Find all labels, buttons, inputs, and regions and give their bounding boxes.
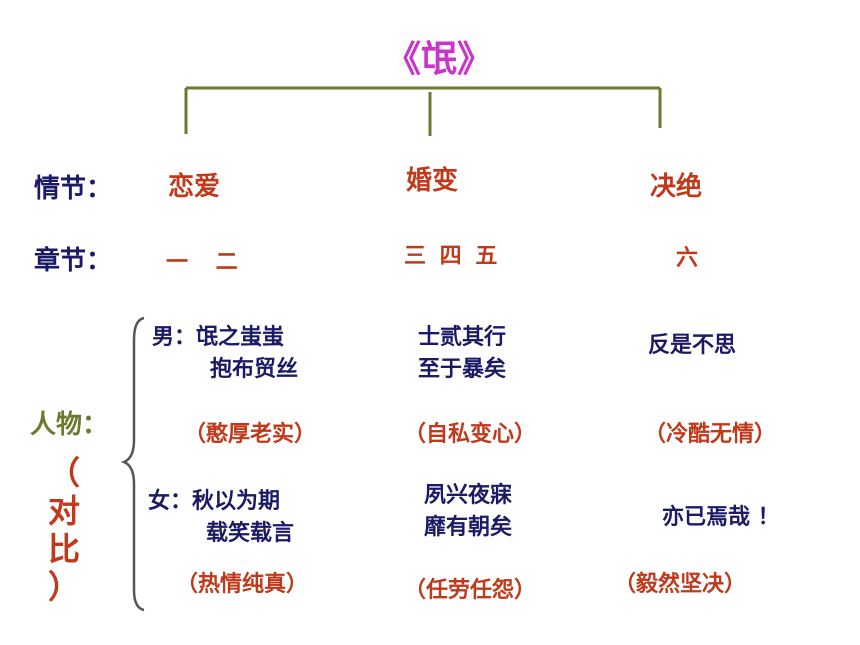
female-trait-3: （毅然坚决） <box>614 572 747 597</box>
male-prefix: 男： <box>152 325 197 350</box>
chapter-label: 章节： <box>34 246 113 276</box>
female-trait-2: （任劳任怨） <box>404 578 537 603</box>
male-stage-2: 士贰其行 至于暴矣 <box>418 325 507 382</box>
plot-stage-love: 恋爱 <box>168 172 221 202</box>
male-trait-3: （冷酷无情） <box>644 422 777 447</box>
character-label: 人物： <box>30 410 109 440</box>
male-trait-2: （自私变心） <box>404 422 537 447</box>
chapter-group-1: 一 二 <box>166 250 238 275</box>
male-stage-3: 反是不思 <box>648 333 737 358</box>
male-trait-1: （憨厚老实） <box>184 422 317 447</box>
chapter-group-3: 六 <box>676 246 699 271</box>
female-trait-1: （热情纯真） <box>176 572 309 597</box>
plot-stage-end: 决绝 <box>650 172 703 202</box>
female-prefix: 女： <box>148 489 193 514</box>
female-stage-1: 女：秋以为期 载笑载言 <box>148 489 295 546</box>
page-title: 《氓》 <box>385 39 494 80</box>
male-stage-1: 男：氓之蚩蚩 抱布贸丝 <box>152 325 299 382</box>
plot-label: 情节： <box>34 174 113 204</box>
contrast-label: （ 对 比 ） <box>47 454 80 606</box>
plot-stage-change: 婚变 <box>406 166 459 196</box>
chapter-group-2: 三 四 五 <box>404 244 498 269</box>
female-stage-2: 夙兴夜寐 靡有朝矣 <box>424 483 513 540</box>
curly-brace <box>120 316 145 612</box>
female-stage-3: 亦已焉哉 ！ <box>662 505 780 530</box>
